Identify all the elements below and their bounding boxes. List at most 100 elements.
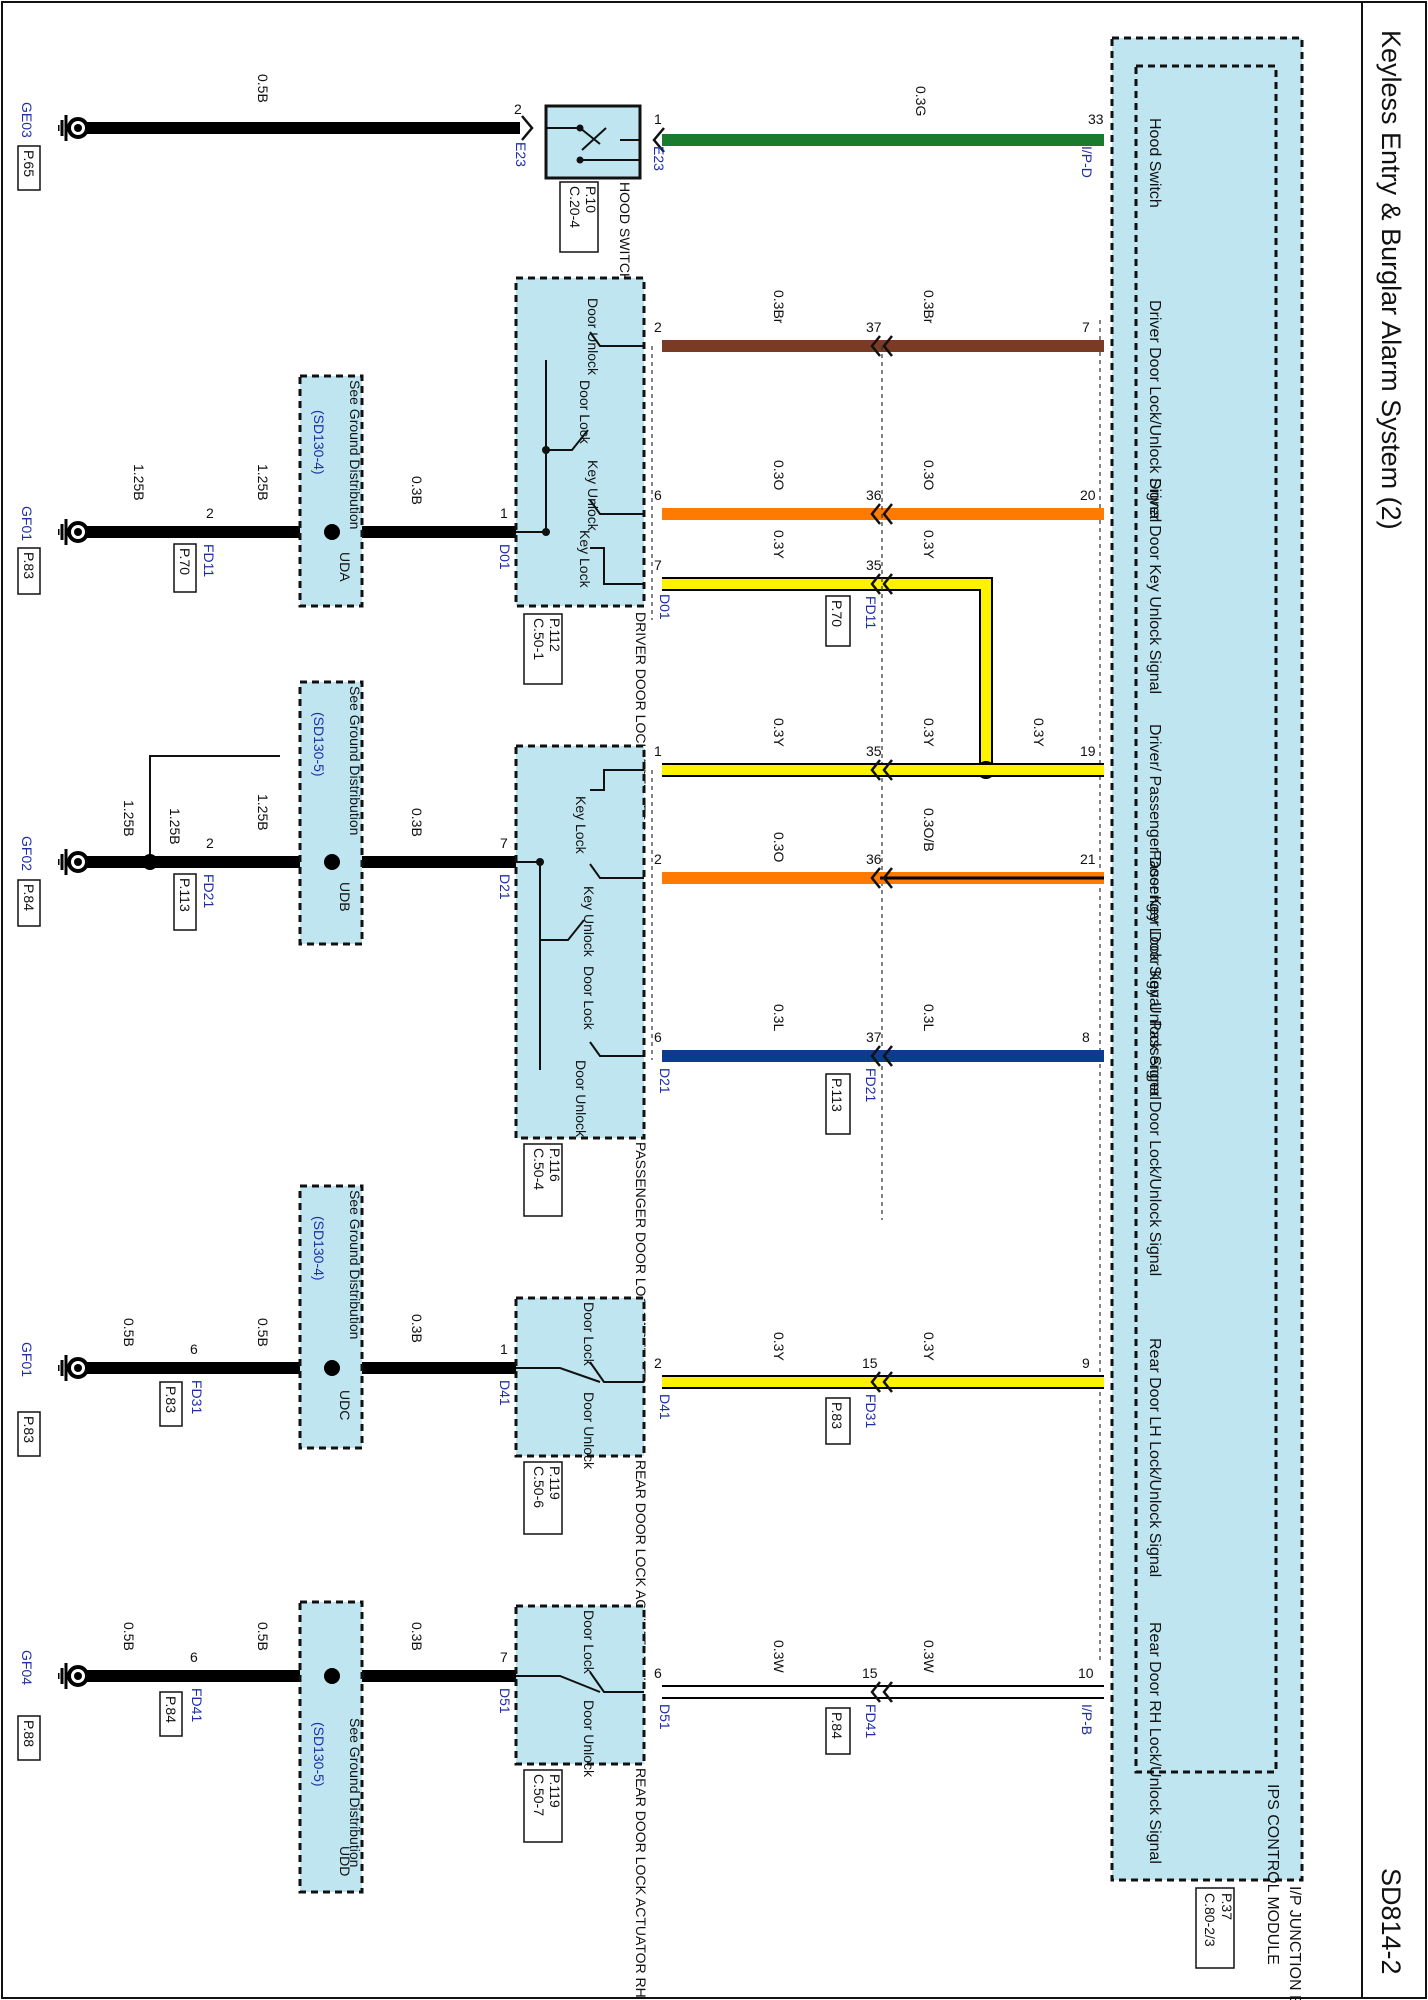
svg-text:FD21: FD21: [201, 874, 217, 908]
ground-gf04-icon: [58, 1661, 89, 1691]
svg-text:0.3B: 0.3B: [409, 808, 425, 837]
svg-text:0.3O: 0.3O: [771, 832, 787, 862]
svg-text:E23: E23: [513, 142, 529, 167]
svg-text:C.50-6: C.50-6: [531, 1466, 547, 1508]
svg-text:D01: D01: [497, 544, 513, 570]
signal-rear-lh: Rear Door LH Lock/Unlock Signal: [1146, 1338, 1163, 1577]
svg-text:21: 21: [1080, 851, 1096, 867]
svg-text:P.119: P.119: [547, 1774, 563, 1808]
svg-text:0.3Y: 0.3Y: [771, 1332, 787, 1361]
svg-text:See Ground Distribution: See Ground Distribution: [347, 686, 363, 835]
svg-text:I/P-D: I/P-D: [1079, 146, 1095, 178]
svg-text:P.70: P.70: [177, 548, 193, 575]
driver-circuit: 7 20 0.3Br 0.3O 0.3Y 37 36 35 FD11 P.70 …: [17, 276, 1104, 1220]
svg-text:1: 1: [654, 111, 662, 127]
svg-text:20: 20: [1080, 487, 1096, 503]
svg-text:15: 15: [862, 1355, 878, 1371]
svg-text:P.112: P.112: [547, 618, 563, 652]
svg-text:P.88: P.88: [21, 1720, 37, 1747]
svg-text:15: 15: [862, 1665, 878, 1681]
ground-gf02-icon: [58, 847, 89, 877]
rear-rh-circuit: 10 I/P-B 0.3W 15 FD41 P.84 0.3W 6 D51 Do…: [17, 1600, 1104, 1998]
svg-text:(SD130-5): (SD130-5): [311, 1722, 327, 1787]
svg-text:6: 6: [654, 1665, 662, 1681]
svg-text:(SD130-5): (SD130-5): [311, 712, 327, 777]
svg-text:Key Lock: Key Lock: [573, 796, 589, 855]
svg-text:P.119: P.119: [547, 1466, 563, 1500]
svg-text:C.20-4: C.20-4: [567, 186, 583, 228]
ip-junction-box: [1110, 36, 1304, 1882]
svg-text:1.25B: 1.25B: [255, 794, 271, 831]
svg-text:0.3Br: 0.3Br: [771, 290, 787, 324]
svg-text:0.5B: 0.5B: [255, 74, 271, 103]
svg-text:0.3B: 0.3B: [409, 476, 425, 505]
passenger-circuit: 19 21 8 0.3Y 0.3Y 0.3O/B 0.3L 35 36 37 F…: [17, 680, 1104, 1395]
svg-text:P.116: P.116: [547, 1148, 563, 1182]
svg-text:7: 7: [654, 557, 662, 573]
svg-text:0.3L: 0.3L: [771, 1004, 787, 1031]
svg-text:2: 2: [206, 505, 214, 521]
svg-text:GF01: GF01: [19, 506, 35, 541]
svg-text:7: 7: [500, 835, 508, 851]
hood-switch-box: [544, 104, 642, 180]
svg-text:Key Lock: Key Lock: [577, 530, 593, 589]
svg-text:2: 2: [654, 851, 662, 867]
svg-text:7: 7: [500, 1649, 508, 1665]
ground-dist-uda: [298, 374, 364, 608]
svg-text:P.83: P.83: [21, 1416, 37, 1443]
svg-text:1.25B: 1.25B: [121, 800, 137, 837]
svg-text:FD31: FD31: [189, 1380, 205, 1414]
svg-text:0.3B: 0.3B: [409, 1314, 425, 1343]
svg-text:0.3B: 0.3B: [409, 1622, 425, 1651]
svg-text:6: 6: [654, 1029, 662, 1045]
svg-text:0.3O: 0.3O: [921, 460, 937, 490]
svg-text:0.3L: 0.3L: [921, 1004, 937, 1031]
svg-text:0.3G: 0.3G: [913, 86, 929, 116]
svg-text:Door Lock: Door Lock: [581, 1302, 597, 1367]
svg-text:0.3Y: 0.3Y: [921, 718, 937, 747]
svg-text:UDC: UDC: [337, 1390, 353, 1420]
svg-text:D21: D21: [657, 1068, 673, 1094]
svg-text:UDA: UDA: [337, 552, 353, 582]
svg-text:GF02: GF02: [19, 836, 35, 871]
signal-driver-door-lock: Driver Door Lock/Unlock Signal: [1146, 300, 1163, 522]
svg-text:P.84: P.84: [163, 1696, 179, 1723]
svg-text:10: 10: [1078, 1665, 1094, 1681]
svg-text:FD21: FD21: [863, 1068, 879, 1102]
svg-text:FD11: FD11: [863, 596, 879, 629]
svg-text:P.113: P.113: [829, 1078, 845, 1112]
svg-text:1: 1: [654, 743, 662, 759]
svg-text:C.80-2/3: C.80-2/3: [1202, 1893, 1218, 1947]
junction-box-label: I/P JUNCTION BOX: [1286, 1886, 1303, 2000]
svg-text:GE03: GE03: [19, 102, 35, 138]
svg-text:2: 2: [654, 1355, 662, 1371]
svg-text:Door Unlock: Door Unlock: [585, 298, 601, 376]
svg-text:GF04: GF04: [19, 1650, 35, 1685]
svg-text:Door Unlock: Door Unlock: [581, 1392, 597, 1470]
svg-text:0.3Y: 0.3Y: [921, 1332, 937, 1361]
svg-text:(SD130-4): (SD130-4): [311, 1216, 327, 1281]
signal-hood-switch: Hood Switch: [1146, 118, 1163, 208]
svg-text:UDB: UDB: [337, 882, 353, 912]
svg-text:See Ground Distribution: See Ground Distribution: [347, 1718, 363, 1867]
svg-text:37: 37: [866, 1029, 882, 1045]
svg-text:D41: D41: [657, 1394, 673, 1420]
svg-text:P.37: P.37: [1219, 1893, 1235, 1920]
svg-text:35: 35: [866, 557, 882, 573]
ips-control-module: [1134, 64, 1278, 1774]
svg-text:FD11: FD11: [201, 544, 217, 577]
svg-text:FD31: FD31: [863, 1394, 879, 1428]
hood-circuit: 33 I/P-D 0.3G 1 E23 2 E23 0.5B HOOD SWIT…: [17, 74, 1104, 283]
svg-text:Door Lock: Door Lock: [577, 380, 593, 445]
ground-gf01-icon: [58, 517, 89, 547]
svg-text:P.83: P.83: [21, 552, 37, 579]
junction-box-ref: [1195, 1887, 1235, 1969]
svg-text:2: 2: [654, 319, 662, 335]
svg-text:FD41: FD41: [189, 1688, 205, 1722]
svg-text:FD41: FD41: [863, 1704, 879, 1738]
svg-text:36: 36: [866, 487, 882, 503]
svg-text:P.113: P.113: [177, 878, 193, 912]
svg-text:33: 33: [1088, 111, 1104, 127]
